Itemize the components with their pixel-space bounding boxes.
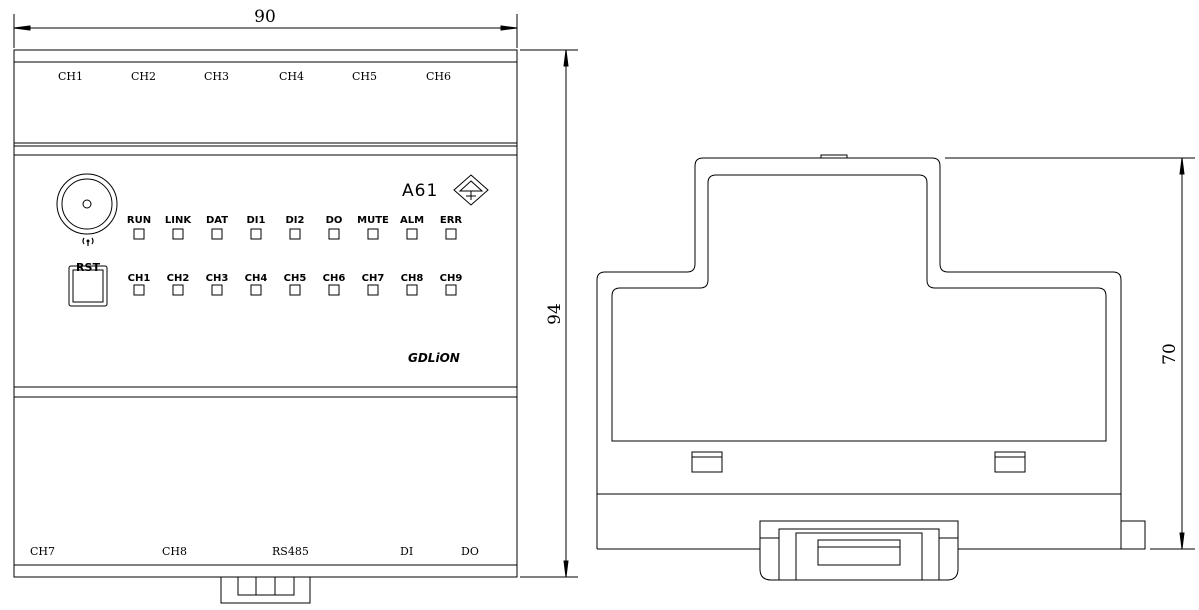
width-dimension: 90 [13, 7, 518, 48]
channel-led-row: CH1 CH2 CH3 CH4 CH5 CH6 CH7 CH8 CH9 [128, 273, 463, 296]
channel-led-indicator-ch8 [406, 284, 418, 296]
status-led-label-run: RUN [127, 215, 151, 226]
status-led-indicator-dat [211, 228, 223, 240]
status-led-indicator-alm [406, 228, 418, 240]
side-view: 70 [596, 154, 1195, 581]
terminal-label-ch4: CH4 [279, 70, 304, 83]
height-dimension-value: 94 [545, 303, 565, 325]
channel-led-indicator-ch4 [250, 284, 262, 296]
channel-led-label-ch4: CH4 [245, 273, 268, 284]
wireless-signal-icon [82, 237, 94, 246]
status-led-label-di2: DI2 [286, 215, 305, 226]
terminal-label-ch5: CH5 [352, 70, 377, 83]
channel-led-label-ch6: CH6 [323, 273, 346, 284]
status-led-indicator-do [328, 228, 340, 240]
antenna-connector [56, 173, 118, 235]
bottom-connector [220, 576, 311, 604]
terminal-label-ch8: CH8 [162, 545, 187, 558]
channel-led-label-ch1: CH1 [128, 273, 151, 284]
terminal-label-ch1: CH1 [58, 70, 83, 83]
channel-led-indicator-ch3 [211, 284, 223, 296]
side-foot [1120, 520, 1146, 550]
status-led-indicator-mute [367, 228, 379, 240]
terminal-label-ch6: CH6 [426, 70, 451, 83]
status-led-label-do: DO [326, 215, 343, 226]
height-dimension: 94 [520, 49, 578, 578]
channel-led-indicator-ch2 [172, 284, 184, 296]
side-slot-left [691, 451, 723, 473]
channel-led-label-ch5: CH5 [284, 273, 307, 284]
side-body-outline [596, 154, 1122, 550]
channel-led-label-ch9: CH9 [440, 273, 463, 284]
channel-led-label-ch8: CH8 [401, 273, 424, 284]
brand-logo-icon [453, 174, 489, 206]
top-terminal-labels: CH1 CH2 CH3 CH4 CH5 CH6 [58, 70, 451, 83]
channel-led-indicator-ch7 [367, 284, 379, 296]
reset-label: RST [76, 261, 100, 274]
channel-led-indicator-ch1 [133, 284, 145, 296]
bottom-terminal-labels: CH7 CH8 RS485 DI DO [30, 545, 479, 558]
status-led-indicator-di2 [289, 228, 301, 240]
width-dimension-value: 90 [254, 7, 276, 27]
channel-led-indicator-ch5 [289, 284, 301, 296]
terminal-label-ch2: CH2 [131, 70, 156, 83]
model-label: A61 [402, 181, 438, 201]
channel-led-label-ch3: CH3 [206, 273, 229, 284]
side-slot-right [994, 451, 1026, 473]
status-led-indicator-link [172, 228, 184, 240]
front-view: 90 CH1 CH2 CH3 CH4 CH5 CH6 [13, 7, 578, 604]
status-led-label-dat: DAT [206, 215, 228, 226]
terminal-label-ch7: CH7 [30, 545, 55, 558]
terminal-label-rs485: RS485 [272, 545, 309, 558]
depth-dimension: 70 [945, 157, 1195, 550]
terminal-label-ch3: CH3 [204, 70, 229, 83]
channel-led-indicator-ch6 [328, 284, 340, 296]
status-led-label-alm: ALM [400, 215, 424, 226]
depth-dimension-value: 70 [1160, 343, 1180, 365]
channel-led-label-ch7: CH7 [362, 273, 385, 284]
reset-button[interactable]: RST [68, 261, 108, 307]
channel-led-indicator-ch9 [445, 284, 457, 296]
brand-label: GDLiON [408, 351, 460, 365]
status-led-label-link: LINK [165, 215, 192, 226]
status-led-indicator-di1 [250, 228, 262, 240]
channel-led-label-ch2: CH2 [167, 273, 190, 284]
din-rail-clip [759, 520, 959, 581]
status-led-label-err: ERR [440, 215, 463, 226]
front-body-outline [13, 49, 518, 578]
terminal-label-do: DO [461, 545, 479, 558]
status-led-indicator-err [445, 228, 457, 240]
status-led-label-di1: DI1 [247, 215, 266, 226]
status-led-label-mute: MUTE [357, 215, 389, 226]
status-led-indicator-run [133, 228, 145, 240]
status-led-row: RUN LINK DAT DI1 DI2 DO MUTE ALM ERR [127, 215, 463, 240]
terminal-label-di: DI [400, 545, 413, 558]
